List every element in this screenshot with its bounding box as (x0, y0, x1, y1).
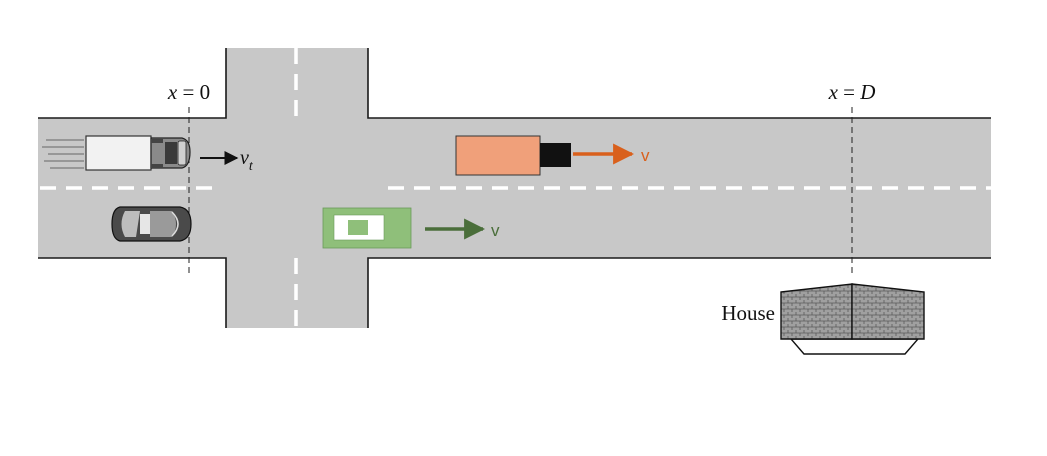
road-edge-bottom-right (367, 257, 991, 328)
end-marker-label: x = D (828, 80, 876, 104)
truck-icon (42, 135, 191, 171)
road-edge-top-left (38, 48, 227, 119)
truck-velocity-label: vt (240, 147, 254, 174)
road-edge-bottom-left (38, 257, 227, 328)
green-vehicle (322, 207, 412, 249)
cross-street (226, 48, 368, 328)
origin-marker-label: x = 0 (167, 80, 210, 104)
house-label: House (721, 301, 775, 325)
car-icon (111, 206, 192, 242)
road-edge-top-right (367, 48, 991, 119)
orange-vehicle-velocity-label: v (641, 146, 650, 165)
house-icon (780, 283, 925, 355)
green-vehicle-velocity-label: v (491, 221, 500, 240)
orange-vehicle (455, 135, 571, 176)
